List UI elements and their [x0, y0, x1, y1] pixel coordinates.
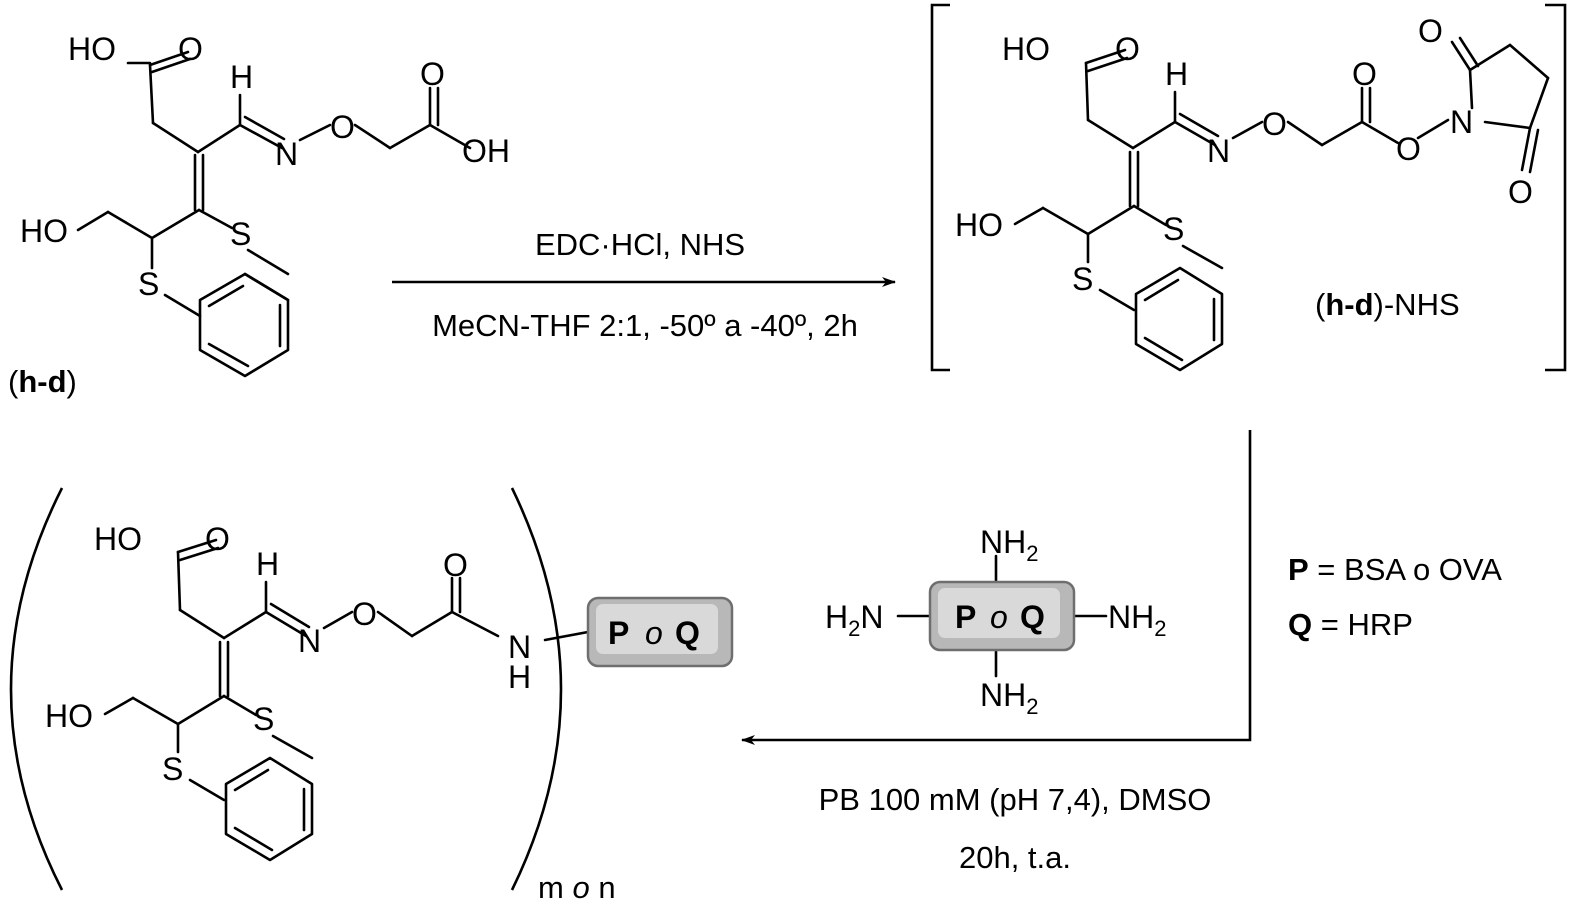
- left-paren: [11, 488, 62, 890]
- reagents-text: EDC·HCl, NHS: [535, 227, 745, 262]
- protein-or: o: [990, 599, 1008, 635]
- legend-p: P = BSA o OVA: [1288, 552, 1502, 587]
- alcohol-label: HO: [20, 213, 68, 249]
- carbonyl-oxygen-label: O: [1115, 31, 1140, 67]
- sulfur-label: S: [138, 266, 159, 302]
- ether-oxygen-label: O: [1262, 106, 1287, 142]
- sulfur-label: S: [1163, 211, 1184, 247]
- succinimide-nitrogen-label: N: [1450, 104, 1473, 140]
- imine-nitrogen-label: N: [298, 623, 321, 659]
- imine-hydrogen-label: H: [256, 546, 279, 582]
- reagents-text: PB 100 mM (pH 7,4), DMSO: [819, 782, 1212, 817]
- conditions-text: 20h, t.a.: [959, 840, 1071, 875]
- compound-label: (h-d)-NHS: [1315, 287, 1460, 322]
- imine-nitrogen-label: N: [1207, 133, 1230, 169]
- amide-hydrogen-label: H: [508, 659, 531, 695]
- amine-label: NH2: [980, 524, 1038, 566]
- compound-label: (h-d): [8, 364, 77, 399]
- amine-label: H2N: [825, 599, 883, 641]
- alcohol-label: HO: [45, 698, 93, 734]
- sulfur-label: S: [162, 751, 183, 787]
- imine-hydrogen-label: H: [1165, 56, 1188, 92]
- carbonyl-oxygen-label: O: [205, 521, 230, 557]
- hydroxyl-label: HO: [94, 521, 142, 557]
- protein-p: P: [955, 599, 976, 635]
- amine-label: NH2: [1108, 599, 1166, 641]
- alcohol-label: HO: [955, 207, 1003, 243]
- acid-hydroxyl-label: OH: [462, 133, 510, 169]
- hydroxyl-label: HO: [1002, 31, 1050, 67]
- legend-q: Q = HRP: [1288, 607, 1413, 642]
- ether-oxygen-label: O: [330, 109, 355, 145]
- ester-oxygen-label: O: [1396, 131, 1421, 167]
- legend: P = BSA o OVA Q = HRP: [1288, 552, 1502, 642]
- imine-hydrogen-label: H: [230, 59, 253, 95]
- amide-oxygen-label: O: [443, 547, 468, 583]
- protein-reagent: P o Q NH2 NH2 NH2 H2N: [825, 524, 1166, 719]
- reaction-arrow-1: EDC·HCl, NHS MeCN-THF 2:1, -50º a -40º, …: [392, 227, 895, 343]
- ester-carbonyl-oxygen-label: O: [1352, 56, 1377, 92]
- starting-material: HO O H N O O OH HO S S (h-d): [8, 31, 510, 399]
- ether-oxygen-label: O: [352, 596, 377, 632]
- protein-or: o: [645, 615, 663, 651]
- protein-q: Q: [675, 615, 700, 651]
- protein-q: Q: [1020, 599, 1045, 635]
- left-bracket: [932, 5, 950, 370]
- acid-oxygen-label: O: [420, 56, 445, 92]
- succinimide-oxygen-label: O: [1418, 13, 1443, 49]
- amine-label: NH2: [980, 677, 1038, 719]
- product: HO O H N O O N H HO S S P o Q m o n: [11, 488, 732, 905]
- succinimide-oxygen-label: O: [1508, 174, 1533, 210]
- conditions-text: MeCN-THF 2:1, -50º a -40º, 2h: [432, 308, 858, 343]
- right-bracket: [1545, 5, 1565, 370]
- protein-p: P: [608, 615, 629, 651]
- sulfur-label: S: [230, 216, 251, 252]
- sulfur-label: S: [1072, 261, 1093, 297]
- stoichiometry-subscript: m o n: [538, 870, 616, 905]
- hydroxyl-label: HO: [68, 31, 116, 67]
- sulfur-label: S: [253, 701, 274, 737]
- carbonyl-oxygen-label: O: [178, 31, 203, 67]
- intermediate: HO O H N O O O N O O HO S S (h-d)-NHS: [932, 5, 1565, 370]
- imine-nitrogen-label: N: [275, 136, 298, 172]
